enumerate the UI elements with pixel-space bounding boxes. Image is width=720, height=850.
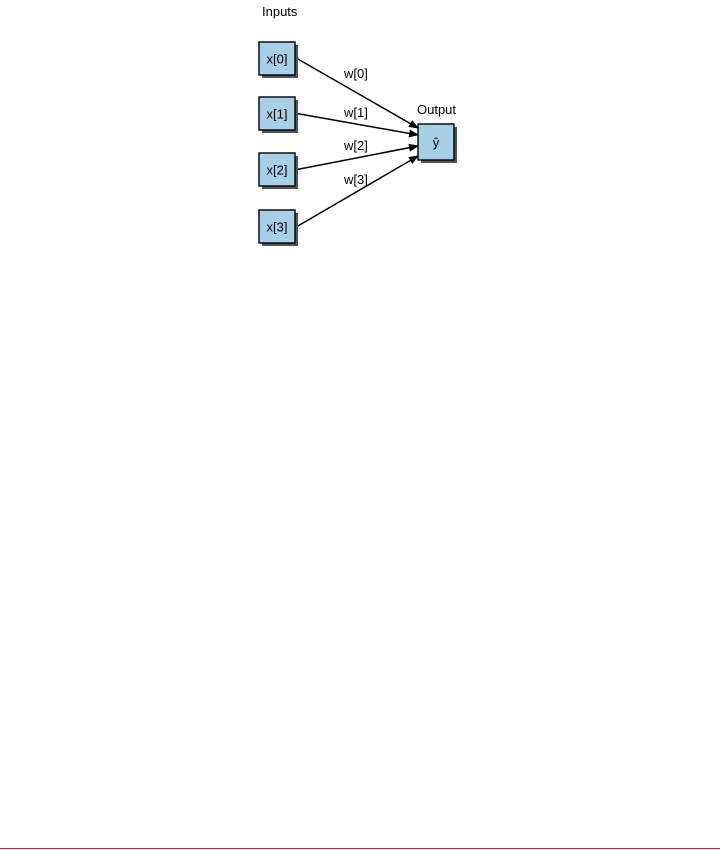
- weight-label-0: w[0]: [343, 66, 368, 81]
- output-node: ŷ: [418, 124, 457, 163]
- input-node-label-3: x[3]: [267, 220, 288, 235]
- input-node-3: x[3]: [259, 210, 298, 246]
- input-node-label-2: x[2]: [267, 163, 288, 178]
- inputs-heading: Inputs: [262, 4, 298, 19]
- page-bottom-rule: [0, 848, 720, 849]
- input-node-1: x[1]: [259, 97, 298, 133]
- weight-label-group: w[0] w[1] w[2] w[3]: [343, 66, 368, 187]
- input-node-0: x[0]: [259, 42, 298, 78]
- input-node-group: x[0] x[1] x[2] x[3]: [259, 42, 298, 246]
- output-heading: Output: [417, 102, 456, 117]
- input-node-label-0: x[0]: [267, 52, 288, 67]
- input-node-label-1: x[1]: [267, 107, 288, 122]
- weight-label-3: w[3]: [343, 172, 368, 187]
- output-node-label: ŷ: [433, 135, 440, 150]
- weight-label-2: w[2]: [343, 138, 368, 153]
- input-node-2: x[2]: [259, 153, 298, 189]
- weight-label-1: w[1]: [343, 105, 368, 120]
